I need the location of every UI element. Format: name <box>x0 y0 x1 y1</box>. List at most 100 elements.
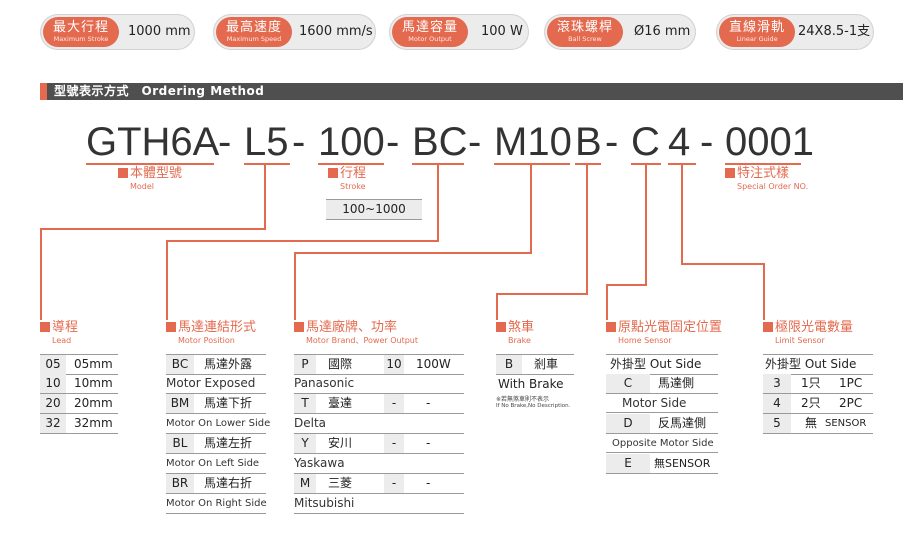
label-stroke: 行程 Stroke <box>328 166 366 192</box>
underline-special <box>725 163 801 165</box>
connector-motor-pos <box>437 165 439 241</box>
underline-lead <box>244 163 290 165</box>
spec-label-en: Motor Output <box>408 35 452 43</box>
spec-value: Ø16 mm <box>634 24 691 39</box>
label-special: 特注式樣 Special Order NO. <box>725 166 808 192</box>
connector-motor-brand <box>530 165 532 253</box>
label-model: 本體型號 Model <box>118 166 182 192</box>
spec-label-en: Ball Screw <box>568 35 602 43</box>
spec-ball-screw: 滾珠螺桿 Ball Screw Ø16 mm <box>544 14 696 50</box>
table-row: 10 10mm <box>40 374 118 394</box>
code-model: GTH6A <box>86 120 220 164</box>
table-row: T 臺達 - - <box>294 394 464 414</box>
spec-value: 1600 mm/s <box>299 24 373 39</box>
connector-lead <box>40 228 266 230</box>
code-motor-brand: M10 <box>494 120 572 164</box>
spec-value: 24X8.5-1支 <box>798 24 871 39</box>
underline-motor-pos <box>412 163 464 165</box>
connector-motor-brand <box>294 252 532 254</box>
code-motor-pos: BC <box>412 120 468 164</box>
section-accent <box>40 83 47 100</box>
table-row: B 剎車 <box>496 354 574 375</box>
bullet-square <box>725 168 735 178</box>
spec-label: 直線滑軌 <box>728 20 785 35</box>
table-row: BC 馬達外露 <box>166 354 266 375</box>
code-dash: - <box>292 120 306 164</box>
motor-pos-en: Motor On Lower Side <box>166 414 270 434</box>
brake-note: ※若無煞車則不表示 <box>496 396 550 403</box>
code-stroke: 100 <box>318 120 385 164</box>
code-limit: 4 <box>668 120 691 164</box>
connector-limit <box>681 165 683 264</box>
connector-home <box>606 284 608 320</box>
label-motor-pos: 馬達連結形式 Motor Position <box>166 320 256 346</box>
table-row: 20 20mm <box>40 394 118 414</box>
motor-pos-en: Motor Exposed <box>166 374 266 394</box>
underline-brake <box>575 163 601 165</box>
connector-motor-brand <box>294 252 296 320</box>
code-dash: - <box>605 120 619 164</box>
connector-lead <box>40 228 42 320</box>
connector-brake <box>496 293 498 320</box>
brake-en: With Brake <box>498 377 564 391</box>
underline-stroke <box>318 163 384 165</box>
label-brake: 煞車 Brake <box>496 320 534 346</box>
home-header: 外掛型 Out Side <box>606 354 718 375</box>
spec-label-en: Linear Guide <box>736 35 778 43</box>
spec-value: 100 W <box>481 24 523 39</box>
code-dash: - <box>386 120 400 164</box>
table-row: BM 馬達下折 <box>166 394 266 414</box>
code-dash: - <box>468 120 482 164</box>
spec-label: 最大行程 <box>52 20 109 35</box>
home-en: Opposite Motor Side <box>606 434 718 453</box>
table-row: BR 馬達右折 <box>166 474 266 494</box>
table-row: 5 無 SENSOR <box>763 414 873 434</box>
connector-home <box>645 165 647 285</box>
underline-home <box>631 163 661 165</box>
code-home: C <box>631 120 660 164</box>
connector-brake <box>586 165 588 294</box>
spec-label: 馬達容量 <box>401 20 458 35</box>
code-brake: B <box>575 120 602 164</box>
bullet-square <box>294 322 304 332</box>
code-dash: - <box>218 120 232 164</box>
motor-pos-en: Motor On Left Side <box>166 454 266 474</box>
motor-pos-en: Motor On Right Side <box>166 494 267 514</box>
home-en: Motor Side <box>606 394 718 413</box>
table-row: P 國際 10 100W <box>294 354 464 375</box>
connector-limit <box>681 263 765 265</box>
label-limit: 極限光電數量 Limit Sensor <box>763 320 853 346</box>
bullet-square <box>40 322 50 332</box>
motor-brand-en: Panasonic <box>294 374 464 394</box>
bullet-square <box>166 322 176 332</box>
table-row: BL 馬達左折 <box>166 434 266 454</box>
table-row: M 三菱 - - <box>294 474 464 494</box>
table-row: 3 1只 1PC <box>763 374 873 394</box>
spec-motor-output: 馬達容量 Motor Output 100 W <box>389 14 529 50</box>
code-lead: L5 <box>244 120 289 164</box>
connector-lead <box>264 165 266 229</box>
label-home: 原點光電固定位置 Home Sensor <box>606 320 722 346</box>
section-title: 型號表示方式 Ordering Method <box>54 84 265 98</box>
table-row: Y 安川 - - <box>294 434 464 454</box>
motor-brand-en: Yaskawa <box>294 454 464 474</box>
spec-label: 最高速度 <box>225 20 282 35</box>
table-row: 4 2只 2PC <box>763 394 873 414</box>
limit-header: 外掛型 Out Side <box>763 354 873 375</box>
table-row: D 反馬達側 <box>606 414 718 434</box>
underline-motor-brand <box>494 163 570 165</box>
bullet-square <box>763 322 773 332</box>
connector-brake <box>496 293 588 295</box>
bullet-square <box>328 168 338 178</box>
label-motor-brand: 馬達廠牌、功率 Motor Brand、Power Output <box>294 320 418 346</box>
connector-motor-pos <box>166 240 439 242</box>
motor-brand-en: Mitsubishi <box>294 494 464 514</box>
table-row: 32 32mm <box>40 414 118 434</box>
code-special: 0001 <box>725 120 814 164</box>
bullet-square <box>496 322 506 332</box>
stroke-range: 100~1000 <box>326 200 422 219</box>
spec-label: 滾珠螺桿 <box>556 20 613 35</box>
spec-max-stroke: 最大行程 Maximum Stroke 1000 mm <box>40 14 195 50</box>
code-dash: - <box>700 120 714 164</box>
spec-label-en: Maximum Stroke <box>53 35 109 43</box>
